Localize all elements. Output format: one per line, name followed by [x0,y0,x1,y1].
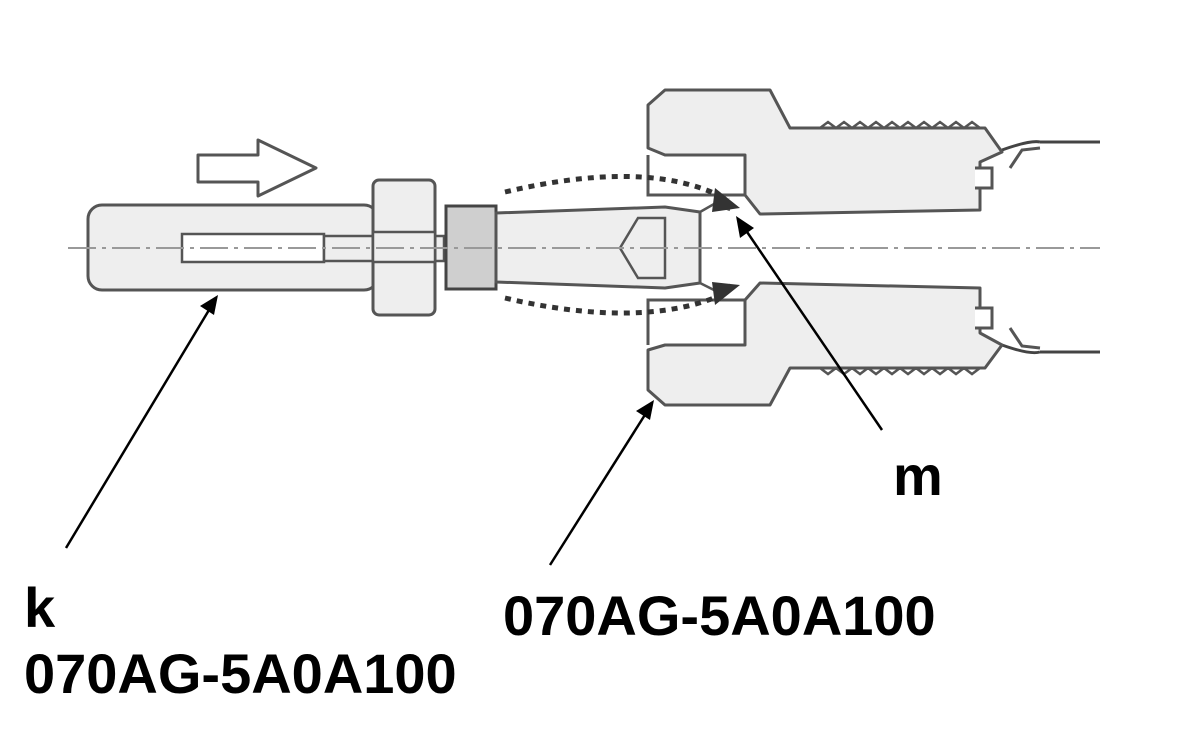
leader-arrow-k [64,304,214,549]
leader-arrow-m [741,225,884,431]
leader-arrow-nut [548,409,650,566]
label-nut-part-number: 070AG-5A0A100 [503,584,936,647]
flow-path-lower [504,289,730,316]
flow-path-upper [504,174,730,203]
flare-nut-lower [646,281,1004,407]
flare-nut-upper [646,88,1004,216]
label-k-part-number: 070AG-5A0A100 [24,642,457,705]
push-direction-arrow-icon [196,138,318,198]
label-k: k [24,576,56,639]
tube-line [1001,140,1100,355]
label-m: m [893,444,943,507]
thread-teeth-upper [819,120,981,130]
thread-teeth-lower [819,366,981,376]
